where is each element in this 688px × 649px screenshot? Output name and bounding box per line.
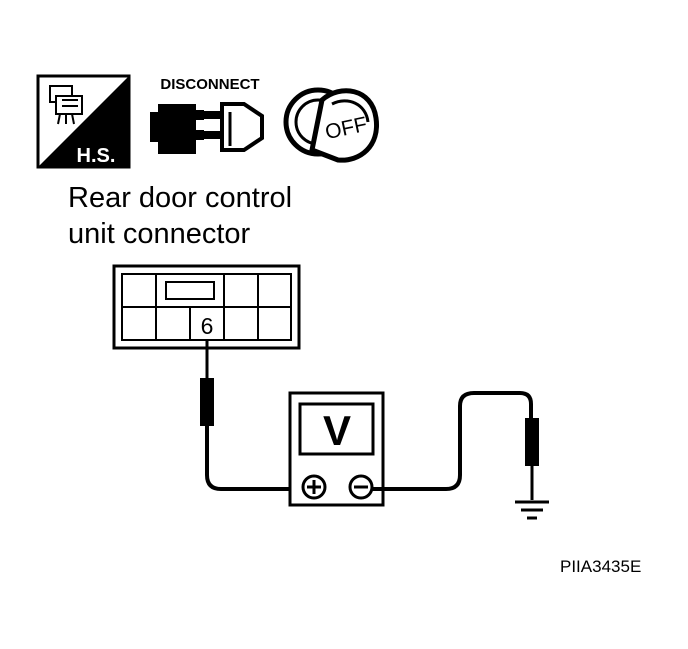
harness-side-icon: H.S.: [36, 74, 131, 169]
ignition-off-icon: OFF: [283, 87, 379, 163]
terminal-number-label: 6: [201, 313, 214, 339]
negative-terminal-icon: [348, 474, 374, 500]
disconnect-icon: DISCONNECT: [150, 76, 264, 154]
connector-title-line-1: Rear door control: [68, 182, 293, 214]
positive-probe-lead: [200, 340, 300, 491]
voltmeter-symbol: V: [323, 407, 351, 454]
negative-probe-lead: [372, 391, 539, 500]
voltmeter: V: [288, 391, 385, 507]
positive-terminal-icon: [301, 474, 327, 500]
rear-door-control-unit-connector: 6: [112, 264, 301, 350]
connector-title: Rear door control unit connector: [68, 180, 292, 252]
connector-title-line-2: unit connector: [68, 218, 251, 250]
connector-harness-glyph: [49, 85, 83, 125]
ground-symbol-icon: [515, 500, 549, 520]
hs-label: H.S.: [77, 145, 116, 167]
disconnect-label: DISCONNECT: [160, 76, 259, 93]
figure-code: PIIA3435E: [560, 557, 642, 576]
